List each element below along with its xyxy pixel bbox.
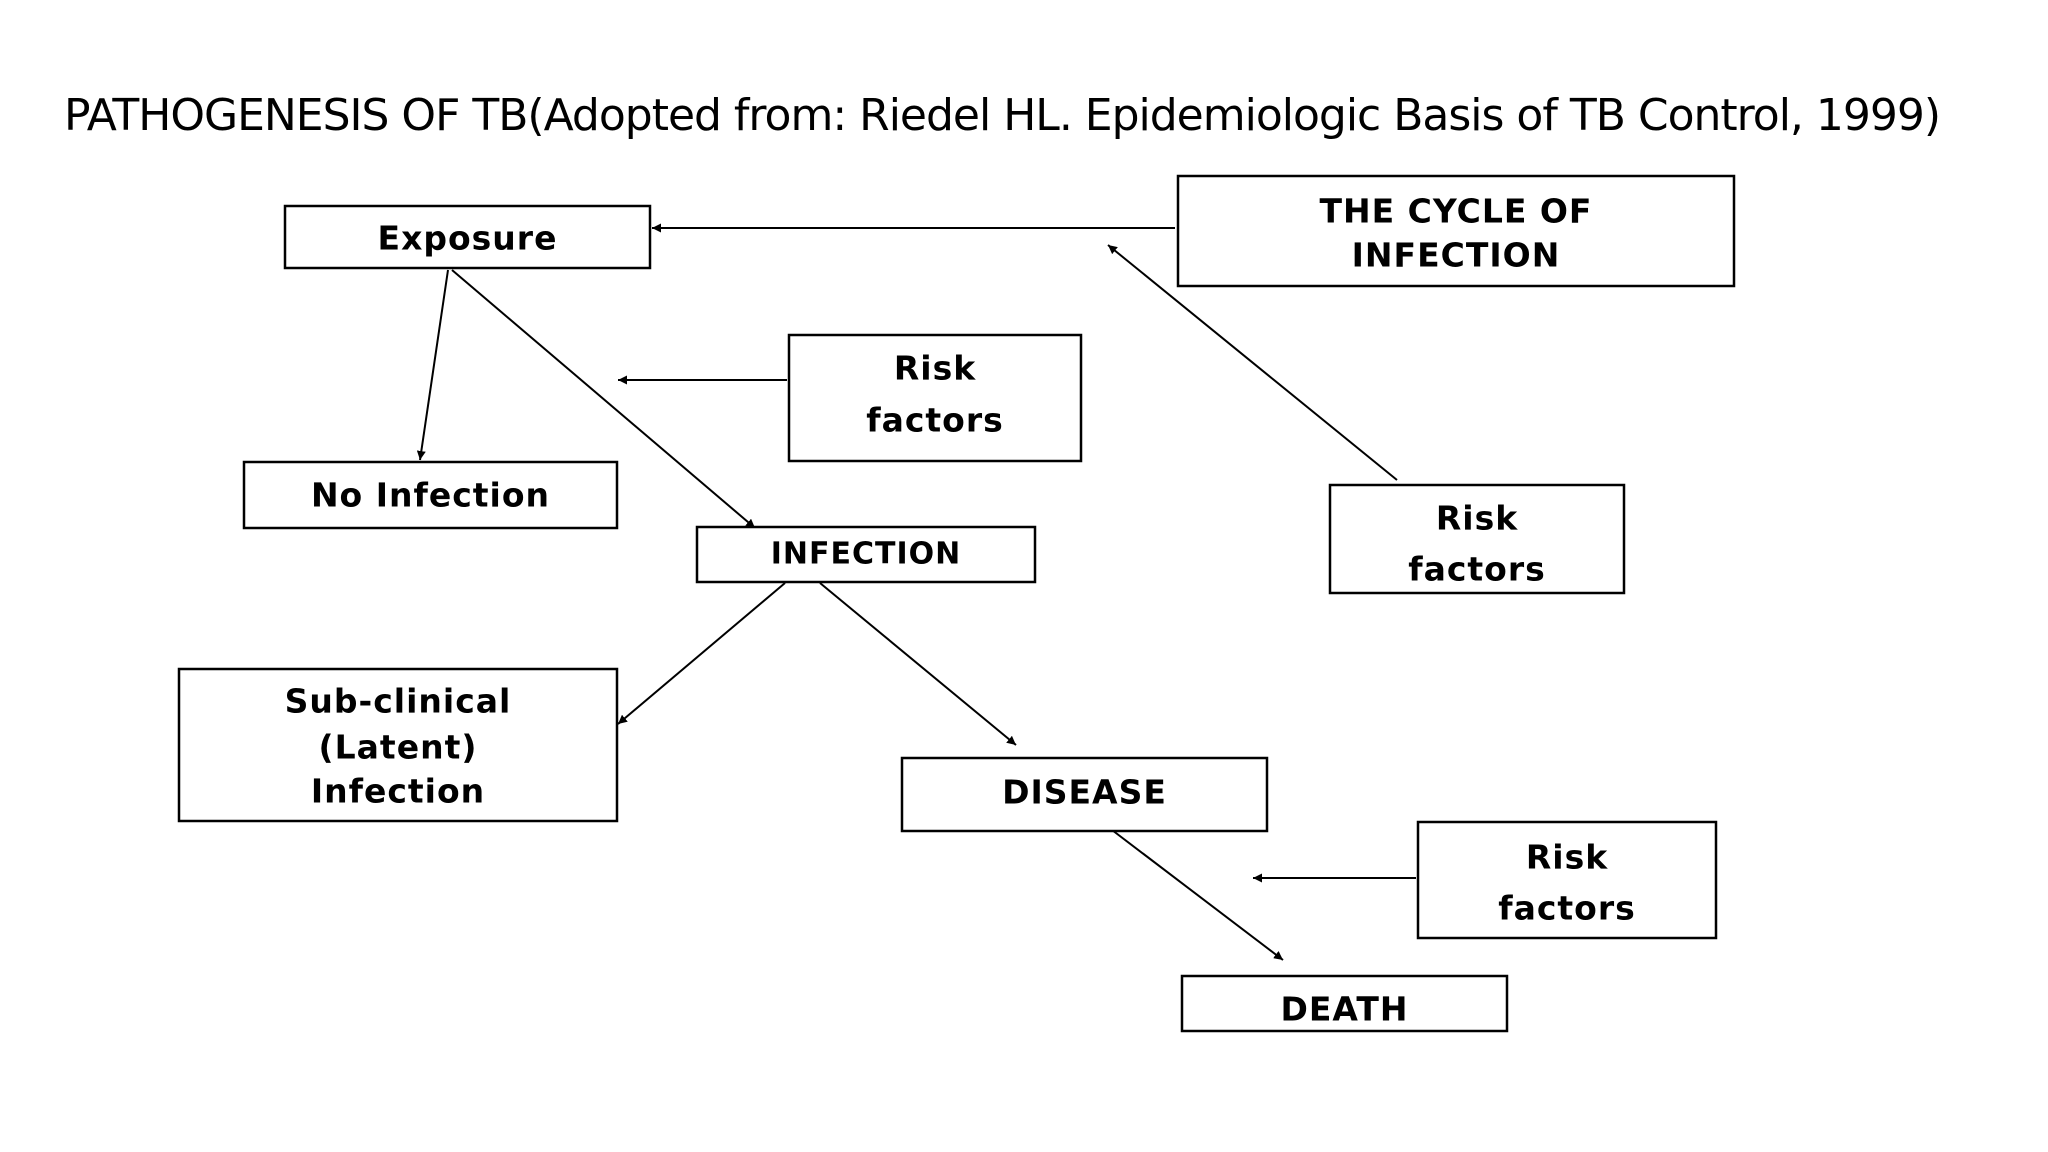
node-subclinical-label-2: (Latent) [319, 728, 478, 767]
node-subclinical-latent-infection: Sub-clinical (Latent) Infection [177, 667, 619, 823]
edge-infection-to-disease [819, 582, 1017, 746]
edges [416, 223, 1416, 961]
node-exposure: Exposure [283, 204, 652, 270]
node-disease: DISEASE [900, 756, 1269, 833]
node-subclinical-label-3: Infection [311, 772, 485, 811]
node-risk-bottom-label-1: Risk [1526, 838, 1608, 877]
node-death: DEATH [1180, 974, 1509, 1033]
slide-title: PATHOGENESIS OF TB(Adopted from: Riedel … [64, 90, 1941, 141]
node-risk-factors-top: Risk factors [787, 333, 1083, 463]
node-exposure-label-1: Exposure [378, 219, 558, 258]
node-subclinical-label-1: Sub-clinical [285, 682, 512, 721]
node-cycle-of-infection: THE CYCLE OF INFECTION [1176, 174, 1736, 288]
node-risk-factors-right: Risk factors [1328, 483, 1626, 595]
edge-risk-right-to-cycle [1107, 244, 1398, 481]
node-cycle-label-2: INFECTION [1352, 236, 1561, 275]
node-no-infection-label-1: No Infection [311, 476, 550, 515]
node-no-infection: No Infection [242, 460, 619, 530]
node-risk-right-label-2: factors [1408, 550, 1546, 589]
node-risk-right-label-1: Risk [1436, 499, 1518, 538]
node-infection-label-1: INFECTION [771, 537, 962, 572]
node-death-label-1: DEATH [1280, 990, 1408, 1029]
edge-disease-to-death [1111, 829, 1284, 961]
node-risk-top-label-2: factors [866, 401, 1004, 440]
node-risk-factors-bottom: Risk factors [1416, 820, 1718, 940]
node-infection: INFECTION [695, 525, 1037, 584]
edge-exposure-to-infection [451, 269, 756, 529]
node-risk-top-label-1: Risk [894, 349, 976, 388]
node-risk-bottom-label-2: factors [1498, 889, 1636, 928]
edge-infection-to-subclinical [617, 582, 786, 725]
edge-exposure-to-no-infection [416, 269, 449, 461]
node-cycle-label-1: THE CYCLE OF [1320, 192, 1593, 231]
node-disease-label-1: DISEASE [1002, 773, 1167, 812]
